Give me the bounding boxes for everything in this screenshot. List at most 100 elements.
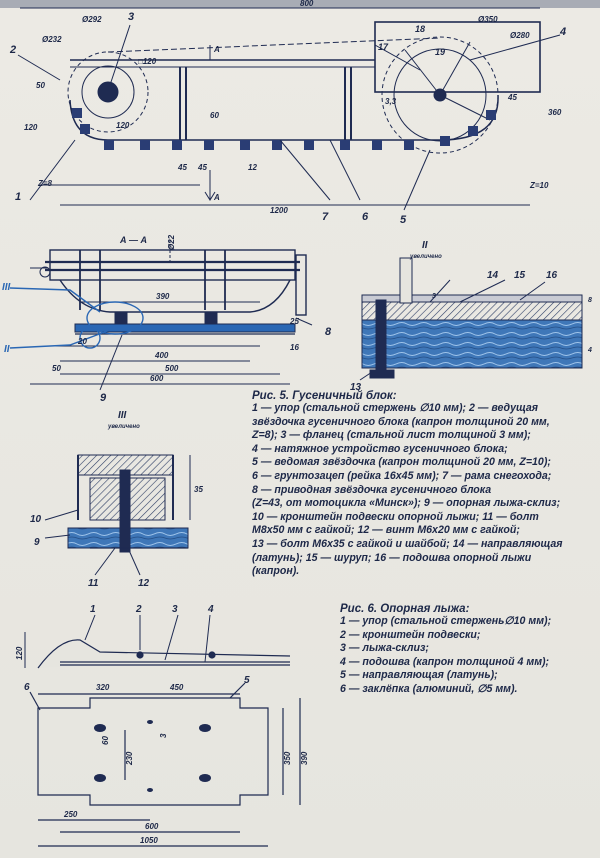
ski-callout-3: 3 (172, 604, 178, 615)
ski-callout-1: 1 (90, 604, 96, 615)
fig5-line: 10 — кронштейн подвески опорной лыжи; 11… (252, 510, 539, 523)
ski-callout-2: 2 (135, 604, 142, 615)
fig6-line: 6 — заклёпка (алюминий, ∅5 мм). (340, 682, 518, 695)
track-side-dims: 800 Ø292 Ø232 Ø350 Ø280 50 120 □120 360 … (24, 0, 562, 215)
callout-9-iii: 9 (34, 537, 40, 548)
callout-14: 14 (487, 270, 499, 281)
fig5-line: 8 — приводная звёздочка гусеничного блок… (252, 483, 492, 496)
callout-19: 19 (435, 47, 445, 57)
section-aa-title: А — А (119, 235, 147, 245)
dim-400: 400 (154, 351, 169, 360)
callout-8: 8 (325, 326, 332, 338)
dim-60: 60 (210, 111, 219, 120)
ski-dim-390: 390 (300, 751, 309, 765)
fig5-line: 13 — болт М6х35 с гайкой и шайбой; 14 — … (252, 537, 563, 550)
ski-dim-120: 120 (15, 646, 24, 660)
dim-d280: Ø280 (510, 31, 530, 40)
ski-dim-600: 600 (145, 822, 159, 831)
detail-ii-subtitle: увеличено (409, 254, 442, 260)
callout-3: 3 (128, 11, 134, 23)
fig5-line: 4 — натяжное устройство гусеничного блок… (252, 442, 508, 455)
dim-600: 600 (150, 374, 164, 383)
figure-6-title: Рис. 6. Опорная лыжа: (340, 603, 470, 615)
fig5-line: М8х50 мм с гайкой; 12 — винт М6х20 мм с … (252, 524, 520, 537)
fig6-line: 5 — направляющая (латунь); (340, 669, 498, 682)
callout-13: 13 (350, 382, 362, 393)
callout-12: 12 (138, 578, 150, 589)
fig5-line: (латунь); 15 — шуруп; 16 — подошва опорн… (252, 551, 532, 564)
fig6-line: 2 — кронштейн подвески; (340, 628, 481, 641)
dim-500: 500 (165, 364, 179, 373)
callout-5: 5 (400, 214, 407, 226)
detail-ii-title: II (422, 240, 428, 251)
dim-8-ii: 8 (588, 297, 592, 304)
dim-d22: Ø22 (167, 234, 176, 250)
marker-iii: III (2, 282, 11, 293)
track-side-view (17, 7, 561, 211)
dim-16: 16 (290, 343, 299, 352)
label-z10: Z=10 (529, 181, 549, 190)
callout-1: 1 (15, 191, 21, 203)
ski-side-labels: 1 2 3 4 120 (15, 604, 214, 660)
track-side-callouts: 2 3 1 4 5 6 7 17 18 19 (9, 11, 566, 226)
detail-iii (44, 454, 191, 576)
section-a-bottom: A (213, 193, 220, 202)
ski-callout-4: 4 (207, 604, 214, 615)
dim-120: 120 (24, 123, 38, 132)
figure-6-caption: Рис. 6. Опорная лыжа: 1 — упор (стальной… (340, 603, 595, 697)
dim-360: 360 (548, 108, 562, 117)
fig6-line: 3 — лыжа-склиз; (340, 642, 429, 655)
label-z8: Z=8 (37, 179, 53, 188)
detail-ii (359, 257, 583, 381)
dim-50: 50 (36, 81, 45, 90)
detail-iii-title: III (118, 410, 127, 421)
section-a-a-labels: А — А 8 9 III II 390 Ø22 20 400 500 600 … (2, 234, 332, 404)
fig6-line: 1 — упор (стальной стержень∅10 мм); (340, 615, 552, 627)
dim-45a: 45 (177, 163, 187, 172)
ski-callout-5: 5 (244, 675, 250, 686)
callout-9: 9 (100, 392, 107, 404)
callout-2: 2 (9, 44, 16, 56)
figure-5-title: Рис. 5. Гусеничный блок: (252, 390, 397, 402)
top-strip (0, 0, 600, 8)
ski-dim-350: 350 (283, 751, 292, 765)
fig5-line: (Z=43, от мотоцикла «Минск»); 9 — опорна… (252, 497, 561, 510)
callout-10: 10 (30, 514, 42, 525)
fig5-line: Z=8); 3 — фланец (стальной лист толщиной… (252, 429, 531, 442)
callout-7: 7 (322, 211, 329, 223)
dim-12: 12 (248, 163, 257, 172)
detail-iii-subtitle: увеличено (107, 424, 140, 430)
marker-ii: II (4, 344, 10, 355)
dim-3-3: 3,3 (385, 97, 397, 106)
dim-d350: Ø350 (478, 15, 498, 24)
callout-11: 11 (88, 578, 99, 589)
detail-markers (9, 287, 144, 349)
dim-4-ii: 4 (587, 347, 592, 354)
dim-45b: 45 (197, 163, 207, 172)
callout-15: 15 (514, 270, 526, 281)
dim-d232: Ø232 (42, 35, 62, 44)
ski-dim-3: 3 (159, 733, 168, 738)
dim-1200: 1200 (270, 206, 288, 215)
fig5-line: 6 — грунтозацеп (рейка 16x45 мм); 7 — ра… (252, 469, 552, 482)
ski-plan-view (29, 682, 301, 847)
callout-17: 17 (378, 42, 389, 52)
dim-d292: Ø292 (82, 15, 102, 24)
detail-ii-labels: II увеличено 13 14 15 16 3 8 4 (350, 240, 592, 393)
ski-dim-230: 230 (125, 751, 134, 766)
dim-35: 35 (194, 485, 203, 494)
callout-18: 18 (415, 24, 425, 34)
fig6-line: 4 — подошва (капрон толщиной 4 мм); (340, 655, 550, 668)
fig5-line: звёздочка гусеничного блока (капрон толщ… (252, 415, 550, 428)
dim-120-low: 120 (116, 121, 130, 130)
section-a-top: A (213, 45, 220, 54)
dim-800: 800 (300, 0, 314, 8)
ski-plan-labels: 6 5 320 450 60 3 230 350 390 250 600 105… (24, 675, 309, 845)
figure-5-caption: Рис. 5. Гусеничный блок: 1 — упор (сталь… (252, 390, 592, 579)
dim-sq120: □120 (138, 57, 157, 66)
ski-dim-450: 450 (169, 683, 184, 692)
ski-side-view (24, 614, 291, 669)
dim-25: 25 (289, 317, 299, 326)
